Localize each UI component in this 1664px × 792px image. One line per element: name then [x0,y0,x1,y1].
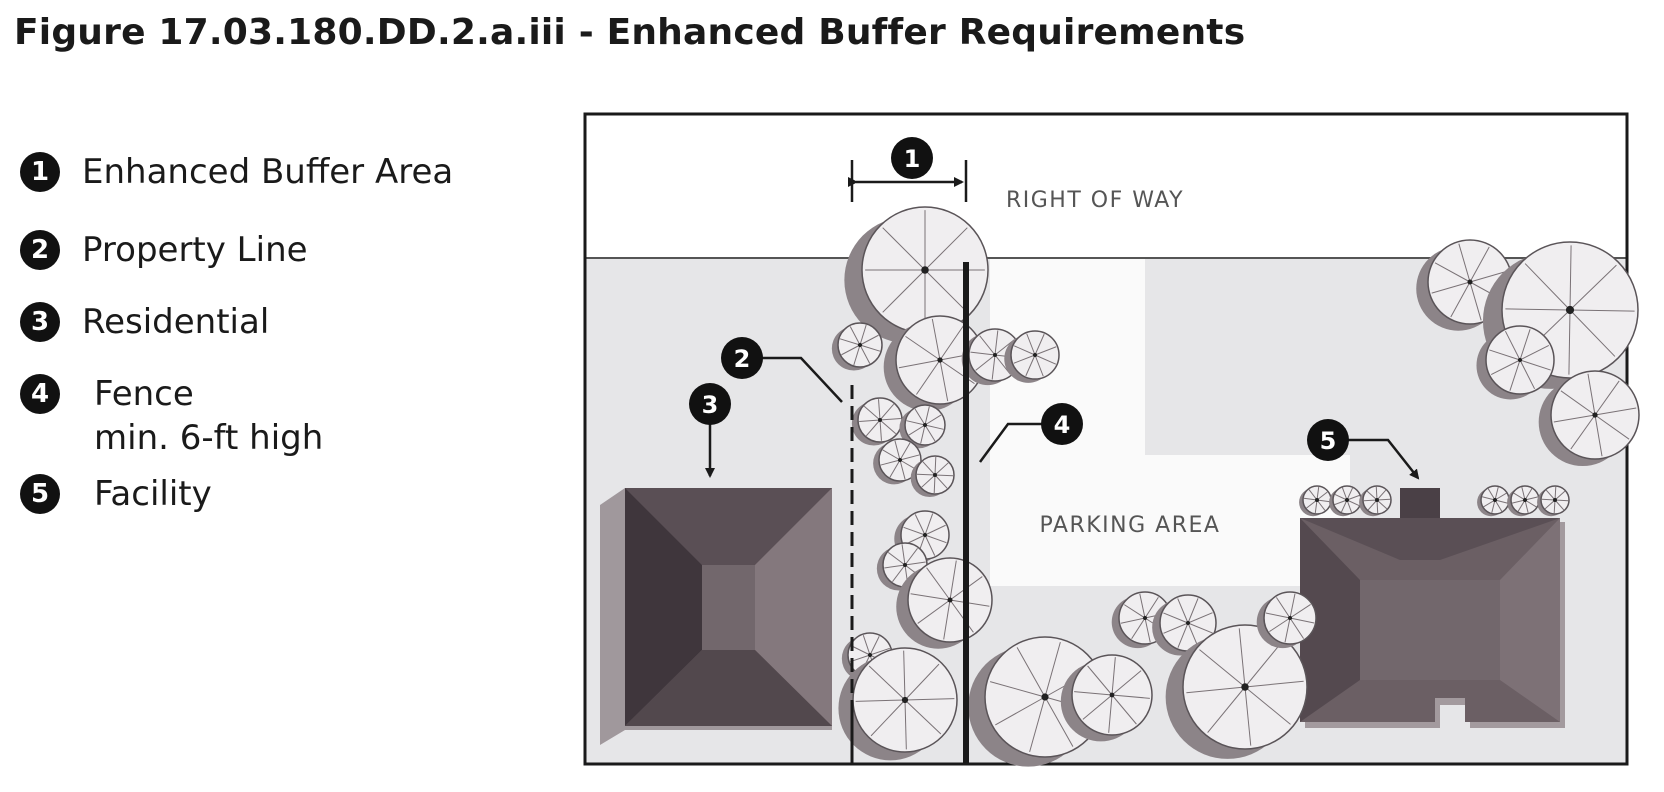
tree [1329,485,1362,517]
right-of-way-zone [585,114,1627,258]
tree [851,397,903,446]
tree [1004,330,1060,383]
tree [1359,485,1392,517]
callout-5: 5 [1307,419,1349,461]
legend-label: Residential [82,302,270,342]
tree [1507,485,1540,517]
legend-label: Property Line [82,230,308,270]
legend-item-property-line: 2 Property Line [20,228,308,272]
residential-building [600,488,832,745]
tree [1299,485,1332,517]
callout-3: 3 [689,383,731,425]
tree [1476,325,1555,400]
legend-number: 5 [20,474,60,514]
callout-2: 2 [721,337,763,379]
figure-title: Figure 17.03.180.DD.2.a.iii - Enhanced B… [14,12,1246,53]
tree [896,557,993,649]
legend-item-buffer-area: 1 Enhanced Buffer Area [20,150,453,194]
tree [838,647,958,761]
callout-1: 1 [891,137,933,179]
tree [883,315,985,412]
callout-3-number: 3 [702,391,719,419]
legend-number: 3 [20,302,60,342]
legend-label-line1: Fence [94,374,194,414]
legend-item-fence: 4 Fence min. 6-ft high [20,372,323,460]
legend-label: Fence min. 6-ft high [94,372,323,460]
tree [910,455,955,498]
legend-number: 4 [20,374,60,414]
tree [1152,594,1217,656]
legend-number: 2 [20,230,60,270]
legend-number: 1 [20,152,60,192]
tree [1256,591,1317,649]
callout-2-number: 2 [734,345,751,373]
parking-area-surface [990,455,1350,586]
callout-4-number: 4 [1054,411,1071,439]
tree [844,206,989,344]
tree [873,438,922,485]
callout-4-leader [978,422,1050,463]
tree [831,322,883,371]
buffer-dimension [848,160,968,202]
tree [899,404,946,449]
callout-4: 4 [1041,403,1083,445]
tree [1060,654,1153,742]
legend-label: Facility [94,474,212,514]
facility-building [1300,488,1565,728]
tree [1537,485,1570,517]
tree [1538,370,1640,467]
trees-group [831,206,1640,767]
callout-5-leader [1348,438,1420,480]
legend-label-line2: min. 6-ft high [94,418,324,458]
tree [1165,624,1308,759]
legend-label: Enhanced Buffer Area [82,152,454,192]
parking-area-label: PARKING AREA [1040,513,1221,538]
legend-item-residential: 3 Residential [20,300,269,344]
callout-1-number: 1 [904,145,921,173]
tree [1477,485,1510,517]
right-of-way-label: RIGHT OF WAY [1006,188,1184,213]
legend-item-facility: 5 Facility [20,472,212,516]
callout-5-number: 5 [1320,427,1337,455]
